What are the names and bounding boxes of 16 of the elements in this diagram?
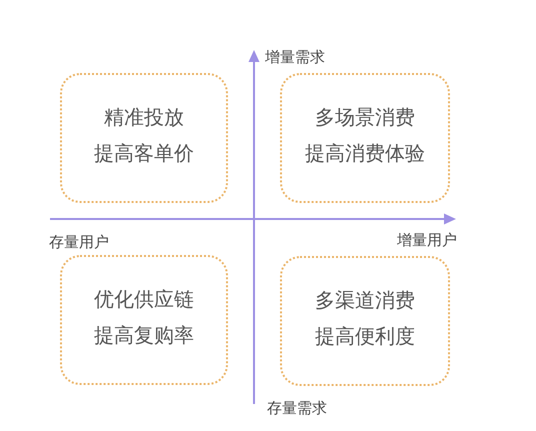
- strategy-text: 提高消费体验: [305, 140, 425, 167]
- strategy-text: 优化供应链: [94, 286, 194, 313]
- strategy-text: 多渠道消费: [315, 287, 415, 314]
- quadrant-box: [280, 73, 450, 203]
- axis-label: 增量用户: [397, 231, 457, 249]
- quadrant-box: [60, 73, 228, 203]
- strategy-text: 提高便利度: [315, 323, 415, 350]
- axis-label: 增量需求: [265, 48, 325, 66]
- strategy-text: 精准投放: [104, 104, 184, 131]
- quadrant-box: [280, 256, 450, 386]
- axis-label: 存量需求: [267, 399, 327, 417]
- quadrant-box: [60, 255, 228, 385]
- strategy-text: 提高客单价: [94, 140, 194, 167]
- strategy-text: 提高复购率: [94, 322, 194, 349]
- axis-label: 存量用户: [49, 233, 109, 251]
- strategy-text: 多场景消费: [315, 104, 415, 131]
